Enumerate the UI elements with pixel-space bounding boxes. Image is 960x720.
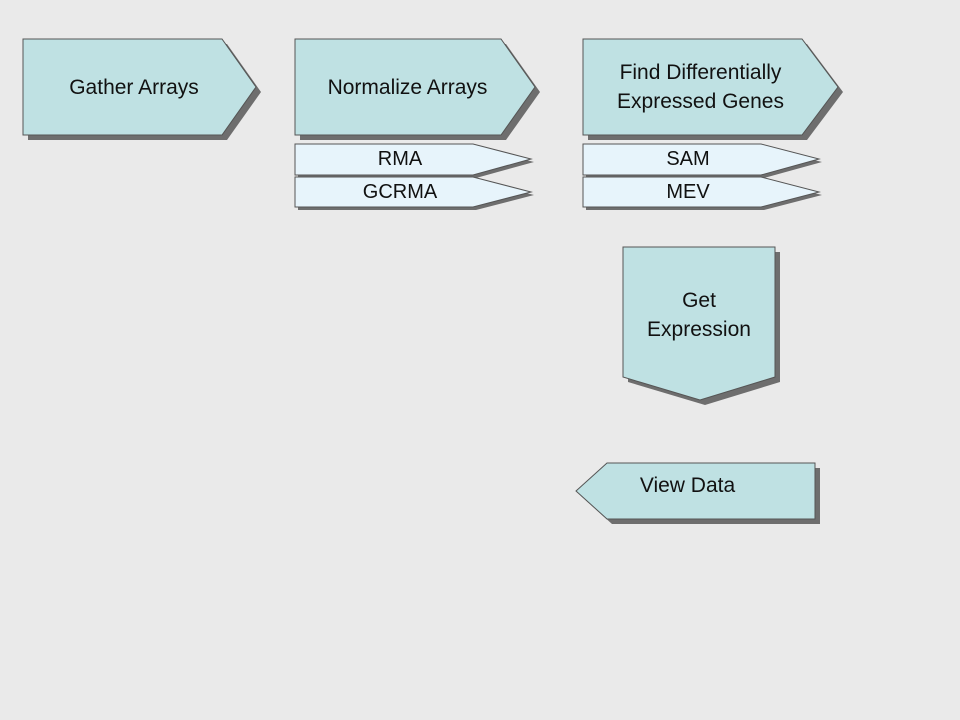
gather-arrays-label: Gather Arrays [69, 75, 199, 99]
gcrma-shape [294, 176, 534, 210]
normalize-arrays-shape [294, 38, 540, 140]
mev-label: MEV [666, 180, 710, 203]
view-data-shape [575, 462, 820, 524]
gcrma-label: GCRMA [362, 180, 438, 203]
get-expression-label: Get Expression [647, 289, 751, 341]
view-data-label: View Data [639, 473, 736, 497]
normalize-arrays-label: Normalize Arrays [327, 75, 488, 99]
rma-label: RMA [377, 148, 423, 170]
find-genes-label: Find Differentially Expressed Genes [617, 61, 784, 113]
mev-shape [582, 176, 822, 210]
get-expression-shape [622, 246, 780, 405]
gather-arrays-shape [22, 38, 261, 140]
find-genes-shape [582, 38, 843, 140]
rma-shape [294, 143, 534, 178]
sam-label: SAM [666, 148, 710, 170]
sam-shape [582, 143, 822, 178]
